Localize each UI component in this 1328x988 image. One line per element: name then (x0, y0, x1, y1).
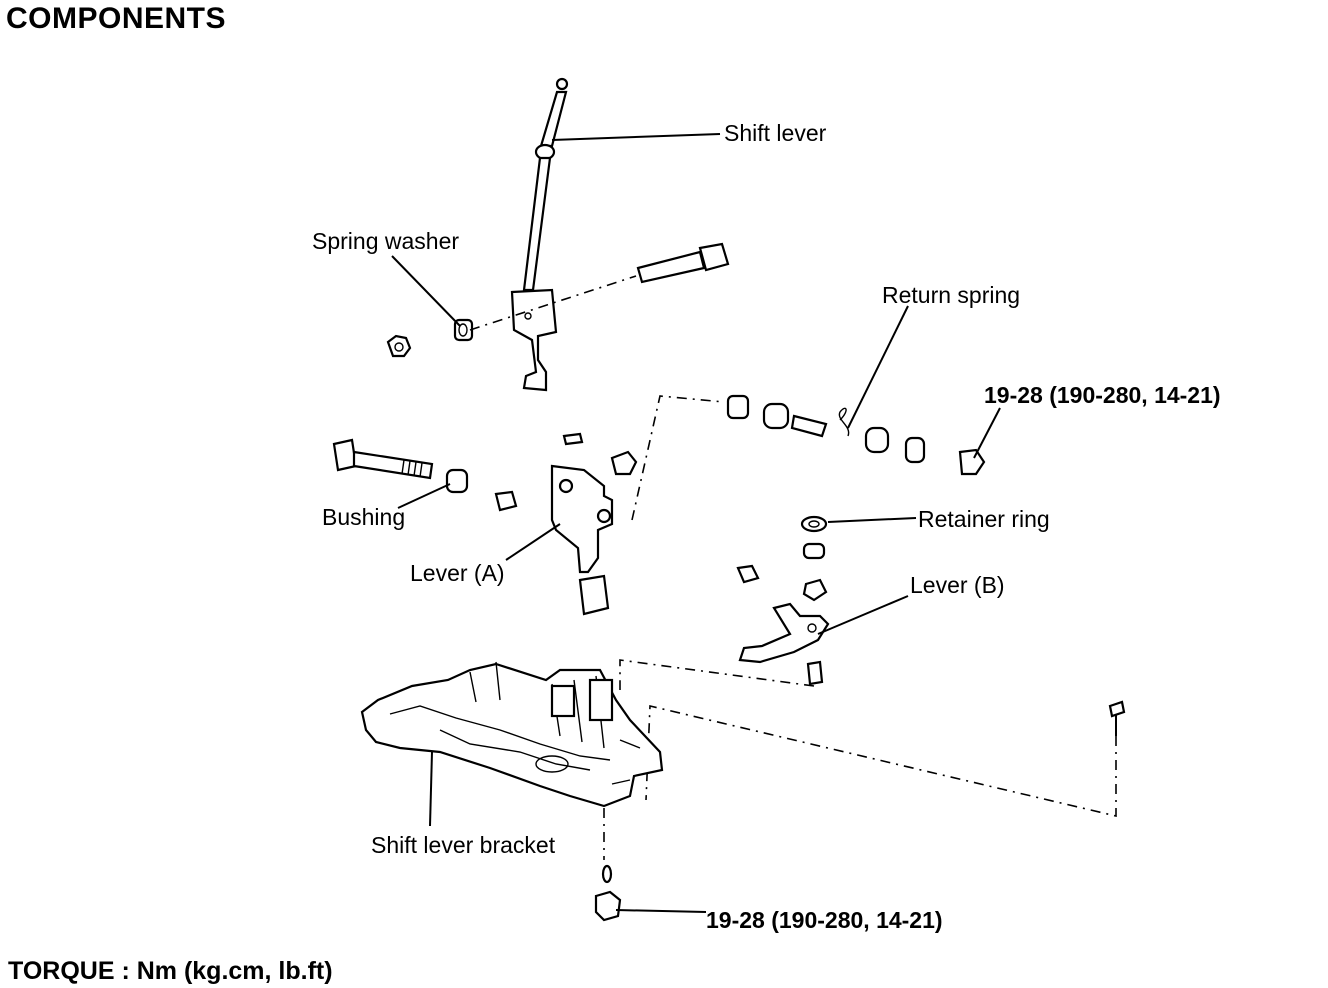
label-shift-lever: Shift lever (724, 120, 827, 146)
bottom-washer-part (601, 864, 613, 884)
page-heading: COMPONENTS (6, 2, 227, 35)
top-bolt-part (636, 242, 730, 284)
label-shift-lever-bracket: Shift lever bracket (371, 832, 556, 858)
label-torque-top: 19-28 (190-280, 14-21) (984, 382, 1221, 408)
label-lever-b: Lever (B) (910, 572, 1005, 598)
retainer-ring-part (800, 515, 828, 533)
small-bolt-part (1108, 700, 1126, 736)
left-bolt-part (332, 438, 434, 480)
label-spring-washer: Spring washer (312, 228, 460, 254)
nut-part (386, 334, 412, 358)
bushing-part (445, 468, 469, 494)
bottom-nut-part (594, 890, 622, 922)
shift-lever-part (510, 77, 569, 392)
label-bushing: Bushing (322, 504, 406, 530)
lever-a-part (494, 432, 638, 616)
lever-b-part (738, 602, 830, 686)
label-lever-a: Lever (A) (410, 560, 505, 586)
label-torque-bottom: 19-28 (190-280, 14-21) (706, 907, 943, 933)
label-return-spring: Return spring (882, 282, 1021, 308)
torque-units-note: TORQUE : Nm (kg.cm, lb.ft) (8, 957, 333, 985)
return-spring-row-parts (726, 394, 986, 476)
shift-lever-bracket-part (360, 661, 664, 808)
label-retainer-ring: Retainer ring (918, 506, 1050, 532)
